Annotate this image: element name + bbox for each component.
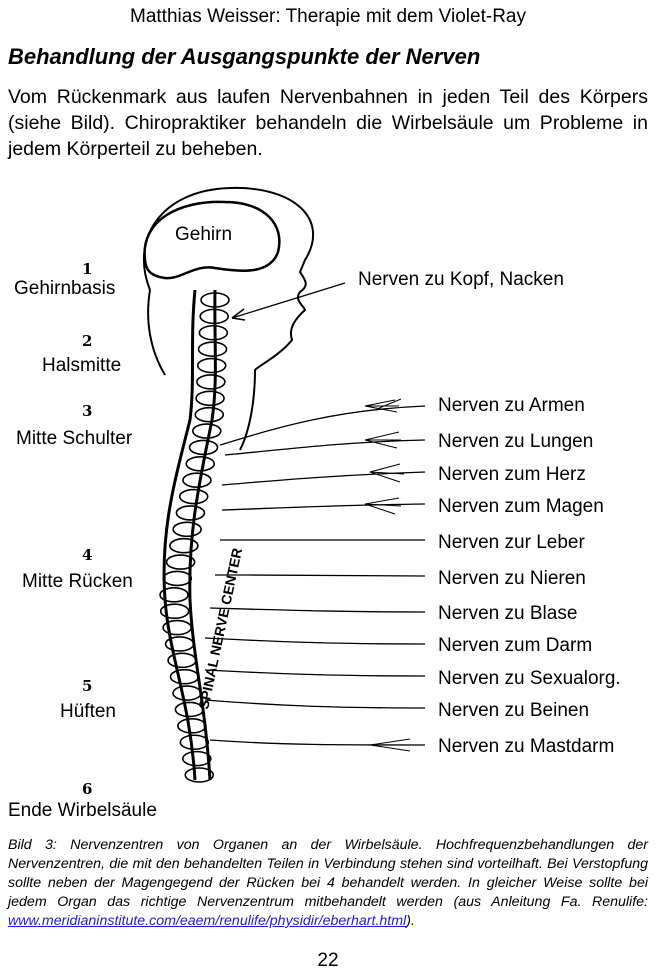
vertebra-shape bbox=[198, 359, 226, 373]
level-number: 1 bbox=[82, 260, 92, 278]
level-number: 4 bbox=[82, 546, 92, 564]
vertebra-shape bbox=[176, 506, 204, 520]
spine-text: SPINAL NERVE CENTER bbox=[195, 546, 245, 710]
organ-nerve-label: Nerven zu Sexualorg. bbox=[438, 668, 621, 690]
level-label: Mitte Schulter bbox=[16, 428, 132, 450]
organ-nerve-label: Nerven zu Lungen bbox=[438, 431, 593, 453]
vertebra-shape bbox=[199, 342, 227, 356]
vertebra-shape bbox=[180, 735, 208, 749]
level-label: Hüften bbox=[60, 701, 116, 723]
spine-nerve-figure: SPINAL NERVE CENTER Gehirn Nerven zu Kop… bbox=[0, 180, 656, 830]
head-nerve-label: Nerven zu Kopf, Nacken bbox=[358, 269, 564, 291]
vertebra-shape bbox=[166, 637, 194, 651]
vertebra-shape bbox=[190, 440, 218, 454]
page-number: 22 bbox=[0, 950, 656, 972]
organ-nerve-label: Nerven zu Armen bbox=[438, 395, 585, 417]
vertebra-shape bbox=[173, 522, 201, 536]
vertebra-shape bbox=[186, 457, 214, 471]
vertebra-shape bbox=[180, 490, 208, 504]
vertebra-shape bbox=[195, 408, 223, 422]
vertebra-shape bbox=[183, 473, 211, 487]
organ-nerve-label: Nerven zum Magen bbox=[438, 496, 604, 518]
level-label: Mitte Rücken bbox=[22, 571, 133, 593]
vertebra-shape bbox=[163, 571, 191, 585]
organ-nerve-label: Nerven zum Darm bbox=[438, 635, 592, 657]
caption-link[interactable]: www.meridianinstitute.com/eaem/renulife/… bbox=[8, 913, 406, 929]
organ-nerve-label: Nerven zu Nieren bbox=[438, 568, 586, 590]
vertebra-shape bbox=[183, 752, 211, 766]
vertebra-shape bbox=[168, 653, 196, 667]
section-title: Behandlung der Ausgangspunkte der Nerven bbox=[8, 44, 480, 70]
organ-nerve-label: Nerven zur Leber bbox=[438, 532, 585, 554]
running-header: Matthias Weisser: Therapie mit dem Viole… bbox=[0, 6, 656, 28]
vertebra-shape bbox=[197, 375, 225, 389]
intro-paragraph: Vom Rückenmark aus laufen Nervenbahnen i… bbox=[8, 84, 648, 162]
level-number: 6 bbox=[82, 780, 92, 798]
organ-nerve-label: Nerven zu Blase bbox=[438, 603, 577, 625]
level-label: Halsmitte bbox=[42, 355, 121, 377]
vertebra-shape bbox=[170, 539, 198, 553]
caption-tail: ). bbox=[406, 913, 415, 929]
vertebra-shape bbox=[193, 424, 221, 438]
organ-nerve-label: Nerven zu Beinen bbox=[438, 700, 589, 722]
figure-caption: Bild 3: Nervenzentren von Organen an der… bbox=[8, 836, 648, 931]
level-label: Ende Wirbelsäule bbox=[8, 800, 157, 822]
vertebra-shape bbox=[199, 326, 227, 340]
level-number: 3 bbox=[82, 402, 92, 420]
brain-label: Gehirn bbox=[175, 224, 232, 246]
caption-text: Bild 3: Nervenzentren von Organen an der… bbox=[8, 837, 648, 910]
level-number: 5 bbox=[82, 677, 92, 695]
vertebra-shape bbox=[196, 391, 224, 405]
organ-nerve-label: Nerven zum Herz bbox=[438, 464, 586, 486]
vertebra-shape bbox=[171, 670, 199, 684]
vertebra-shape bbox=[178, 719, 206, 733]
organ-nerve-label: Nerven zu Mastdarm bbox=[438, 736, 614, 758]
level-label: Gehirnbasis bbox=[14, 278, 115, 300]
level-number: 2 bbox=[82, 332, 92, 350]
